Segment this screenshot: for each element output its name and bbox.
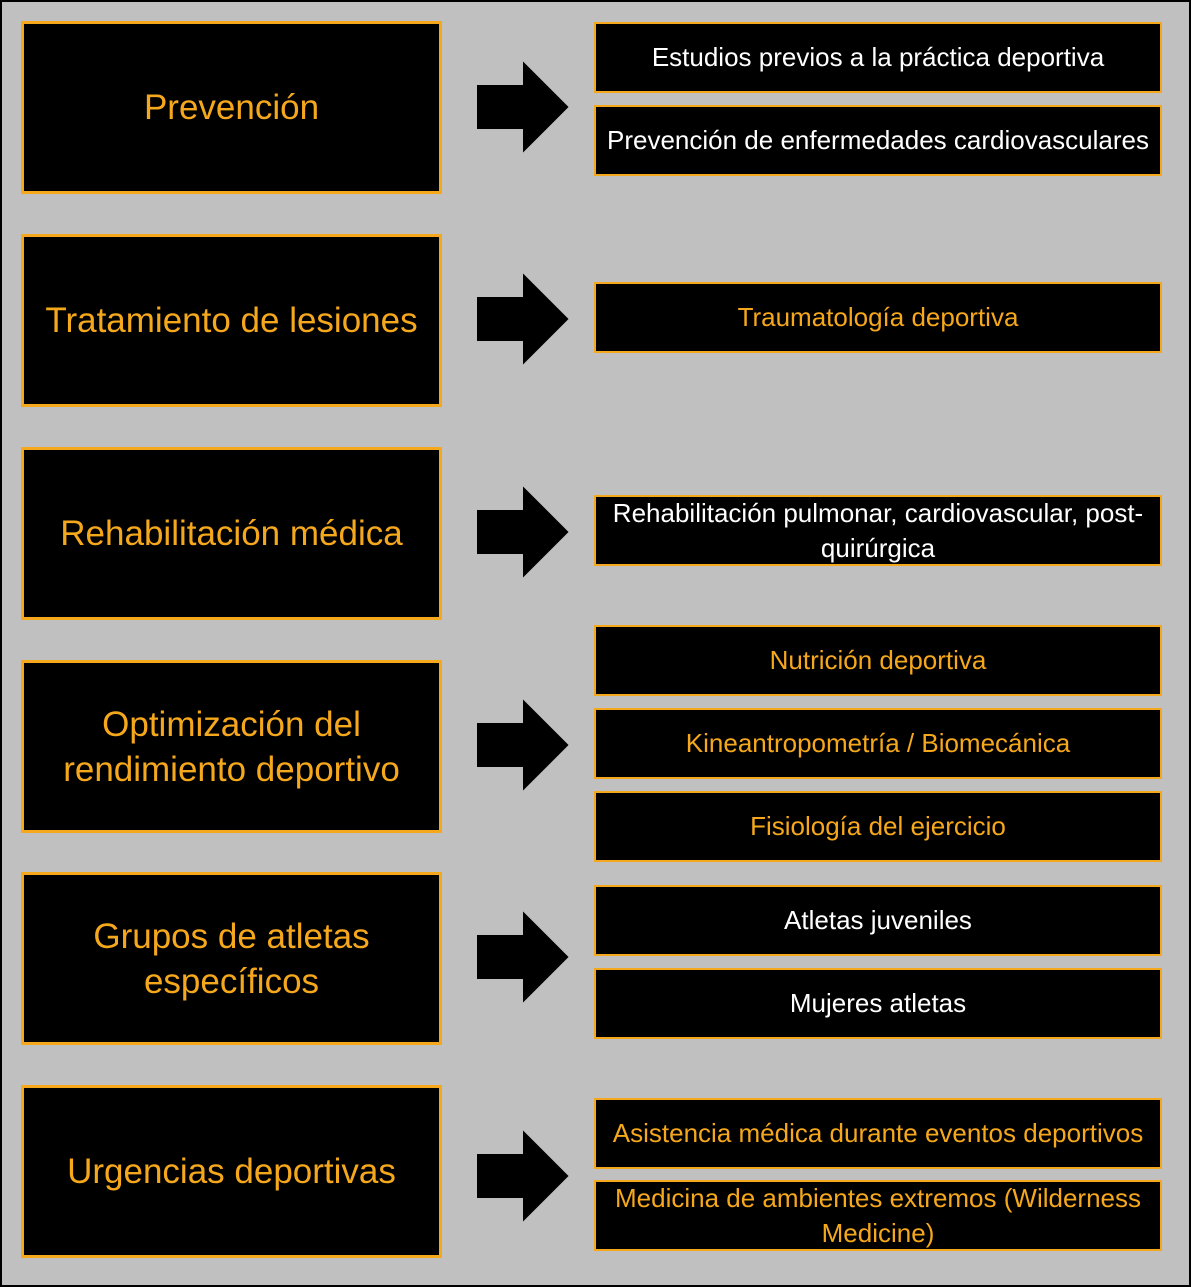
item-label: Asistencia médica durante eventos deport…: [612, 1118, 1144, 1148]
item-box: Rehabilitación pulmonar, cardiovascular,…: [594, 495, 1162, 566]
item-label: Rehabilitación pulmonar, cardiovascular,…: [612, 497, 1144, 563]
category-box-grupos: Grupos de atletas específicos: [21, 872, 442, 1045]
category-label: Prevención: [143, 88, 320, 127]
item-label: Traumatología deportiva: [737, 302, 1019, 332]
right-arrow-icon: [475, 482, 572, 582]
item-box: Prevención de enfermedades cardiovascula…: [594, 105, 1162, 176]
item-box: Fisiología del ejercicio: [594, 791, 1162, 862]
item-box: Nutrición deportiva: [594, 625, 1162, 696]
item-label: Kineantropometría / Biomecánica: [685, 728, 1071, 758]
category-box-tratamiento: Tratamiento de lesiones: [21, 234, 442, 407]
right-arrow-icon: [475, 1126, 572, 1226]
item-box: Estudios previos a la práctica deportiva: [594, 22, 1162, 93]
category-label: Grupos de atletas específicos: [93, 916, 370, 1001]
category-label: Tratamiento de lesiones: [45, 301, 418, 340]
item-label: Medicina de ambientes extremos (Wilderne…: [615, 1182, 1141, 1248]
category-box-optimizacion: Optimización del rendimiento deportivo: [21, 660, 442, 833]
right-arrow-icon: [475, 907, 572, 1007]
item-label: Atletas juveniles: [784, 905, 972, 935]
item-box: Medicina de ambientes extremos (Wilderne…: [594, 1180, 1162, 1251]
item-label: Prevención de enfermedades cardiovascula…: [607, 125, 1149, 155]
right-arrow-icon: [475, 269, 572, 369]
item-label: Fisiología del ejercicio: [750, 811, 1006, 841]
item-label: Mujeres atletas: [789, 988, 967, 1018]
category-box-prevencion: Prevención: [21, 21, 442, 194]
category-label: Optimización del rendimiento deportivo: [63, 704, 400, 789]
category-label: Rehabilitación médica: [60, 514, 403, 553]
right-arrow-icon: [475, 57, 572, 157]
item-box: Asistencia médica durante eventos deport…: [594, 1098, 1162, 1169]
item-box: Mujeres atletas: [594, 968, 1162, 1039]
item-label: Nutrición deportiva: [769, 645, 987, 675]
item-box: Kineantropometría / Biomecánica: [594, 708, 1162, 779]
right-arrow-icon: [475, 695, 572, 795]
item-label: Estudios previos a la práctica deportiva: [651, 42, 1105, 72]
item-box: Traumatología deportiva: [594, 282, 1162, 353]
category-box-rehabilitacion: Rehabilitación médica: [21, 447, 442, 620]
category-box-urgencias: Urgencias deportivas: [21, 1085, 442, 1258]
item-box: Atletas juveniles: [594, 885, 1162, 956]
category-label: Urgencias deportivas: [67, 1152, 396, 1191]
